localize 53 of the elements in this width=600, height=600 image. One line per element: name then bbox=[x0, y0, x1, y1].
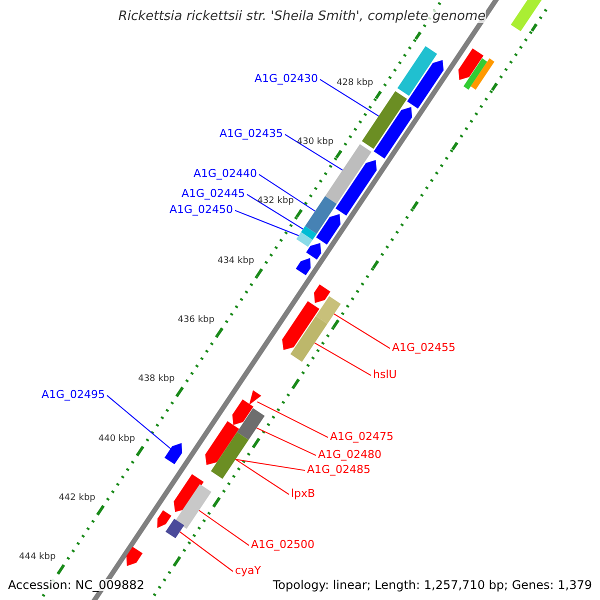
scale-label: 438 kbp bbox=[138, 375, 175, 384]
leader-line bbox=[106, 394, 172, 450]
gene-label: A1G_02495 bbox=[41, 389, 105, 400]
gene-label: hslU bbox=[373, 369, 397, 380]
accession-label: Accession: NC_009882 bbox=[8, 578, 144, 591]
gene-label: A1G_02480 bbox=[318, 449, 382, 460]
leader-line bbox=[284, 134, 343, 171]
gene-label: A1G_02430 bbox=[254, 73, 318, 84]
scale-label: 430 kbp bbox=[296, 138, 334, 147]
leader-line bbox=[256, 427, 316, 456]
scale-label: 436 kbp bbox=[178, 316, 214, 325]
gene-block bbox=[325, 144, 372, 204]
scale-label: 428 kbp bbox=[336, 78, 374, 88]
leader-line bbox=[320, 78, 380, 117]
gene-label: cyaY bbox=[235, 565, 262, 576]
gene-label: lpxB bbox=[291, 488, 316, 500]
scale-label: 440 kbp bbox=[98, 434, 136, 444]
gene-block bbox=[305, 196, 337, 234]
leader-line bbox=[314, 342, 372, 376]
gene-block bbox=[166, 518, 184, 538]
gene-block bbox=[301, 226, 317, 240]
leader-line bbox=[235, 458, 306, 471]
gene-block bbox=[210, 432, 249, 479]
leader-line bbox=[235, 458, 290, 495]
gene-block bbox=[290, 316, 328, 362]
gene-block bbox=[316, 296, 341, 324]
leader-line bbox=[334, 313, 390, 349]
leader-line bbox=[234, 210, 300, 236]
gene-label: A1G_02445 bbox=[181, 188, 245, 200]
gene-block bbox=[237, 408, 265, 440]
gene-block bbox=[296, 232, 313, 247]
scale-label: 434 kbp bbox=[217, 256, 254, 266]
leader-line bbox=[246, 194, 304, 230]
gene-label: A1G_02500 bbox=[251, 539, 315, 550]
scale-label: 444 kbp bbox=[19, 553, 56, 562]
scale-label: 432 kbp bbox=[257, 197, 294, 206]
gene-label: A1G_02475 bbox=[330, 431, 394, 442]
map-title: Rickettsia rickettsii str. 'Sheila Smith', complete genome bbox=[118, 10, 486, 24]
gene-label: A1G_02435 bbox=[219, 128, 283, 140]
leader-line bbox=[256, 401, 328, 438]
gene-label: A1G_02485 bbox=[307, 464, 371, 476]
genome-summary: Topology: linear; Length: 1,257,710 bp; Genes: 1,379 bbox=[272, 578, 592, 591]
gene-label: A1G_02455 bbox=[392, 342, 456, 354]
gene-feature bbox=[249, 390, 262, 405]
gene-label: A1G_02440 bbox=[193, 168, 257, 180]
gene-block bbox=[175, 484, 212, 529]
leader-line bbox=[258, 174, 316, 212]
gene-feature bbox=[164, 443, 182, 464]
leader-line bbox=[179, 531, 234, 572]
gene-label: A1G_02450 bbox=[169, 204, 233, 216]
gene-block bbox=[362, 91, 407, 149]
scale-label: 442 kbp bbox=[58, 494, 96, 503]
leader-line bbox=[198, 510, 250, 546]
